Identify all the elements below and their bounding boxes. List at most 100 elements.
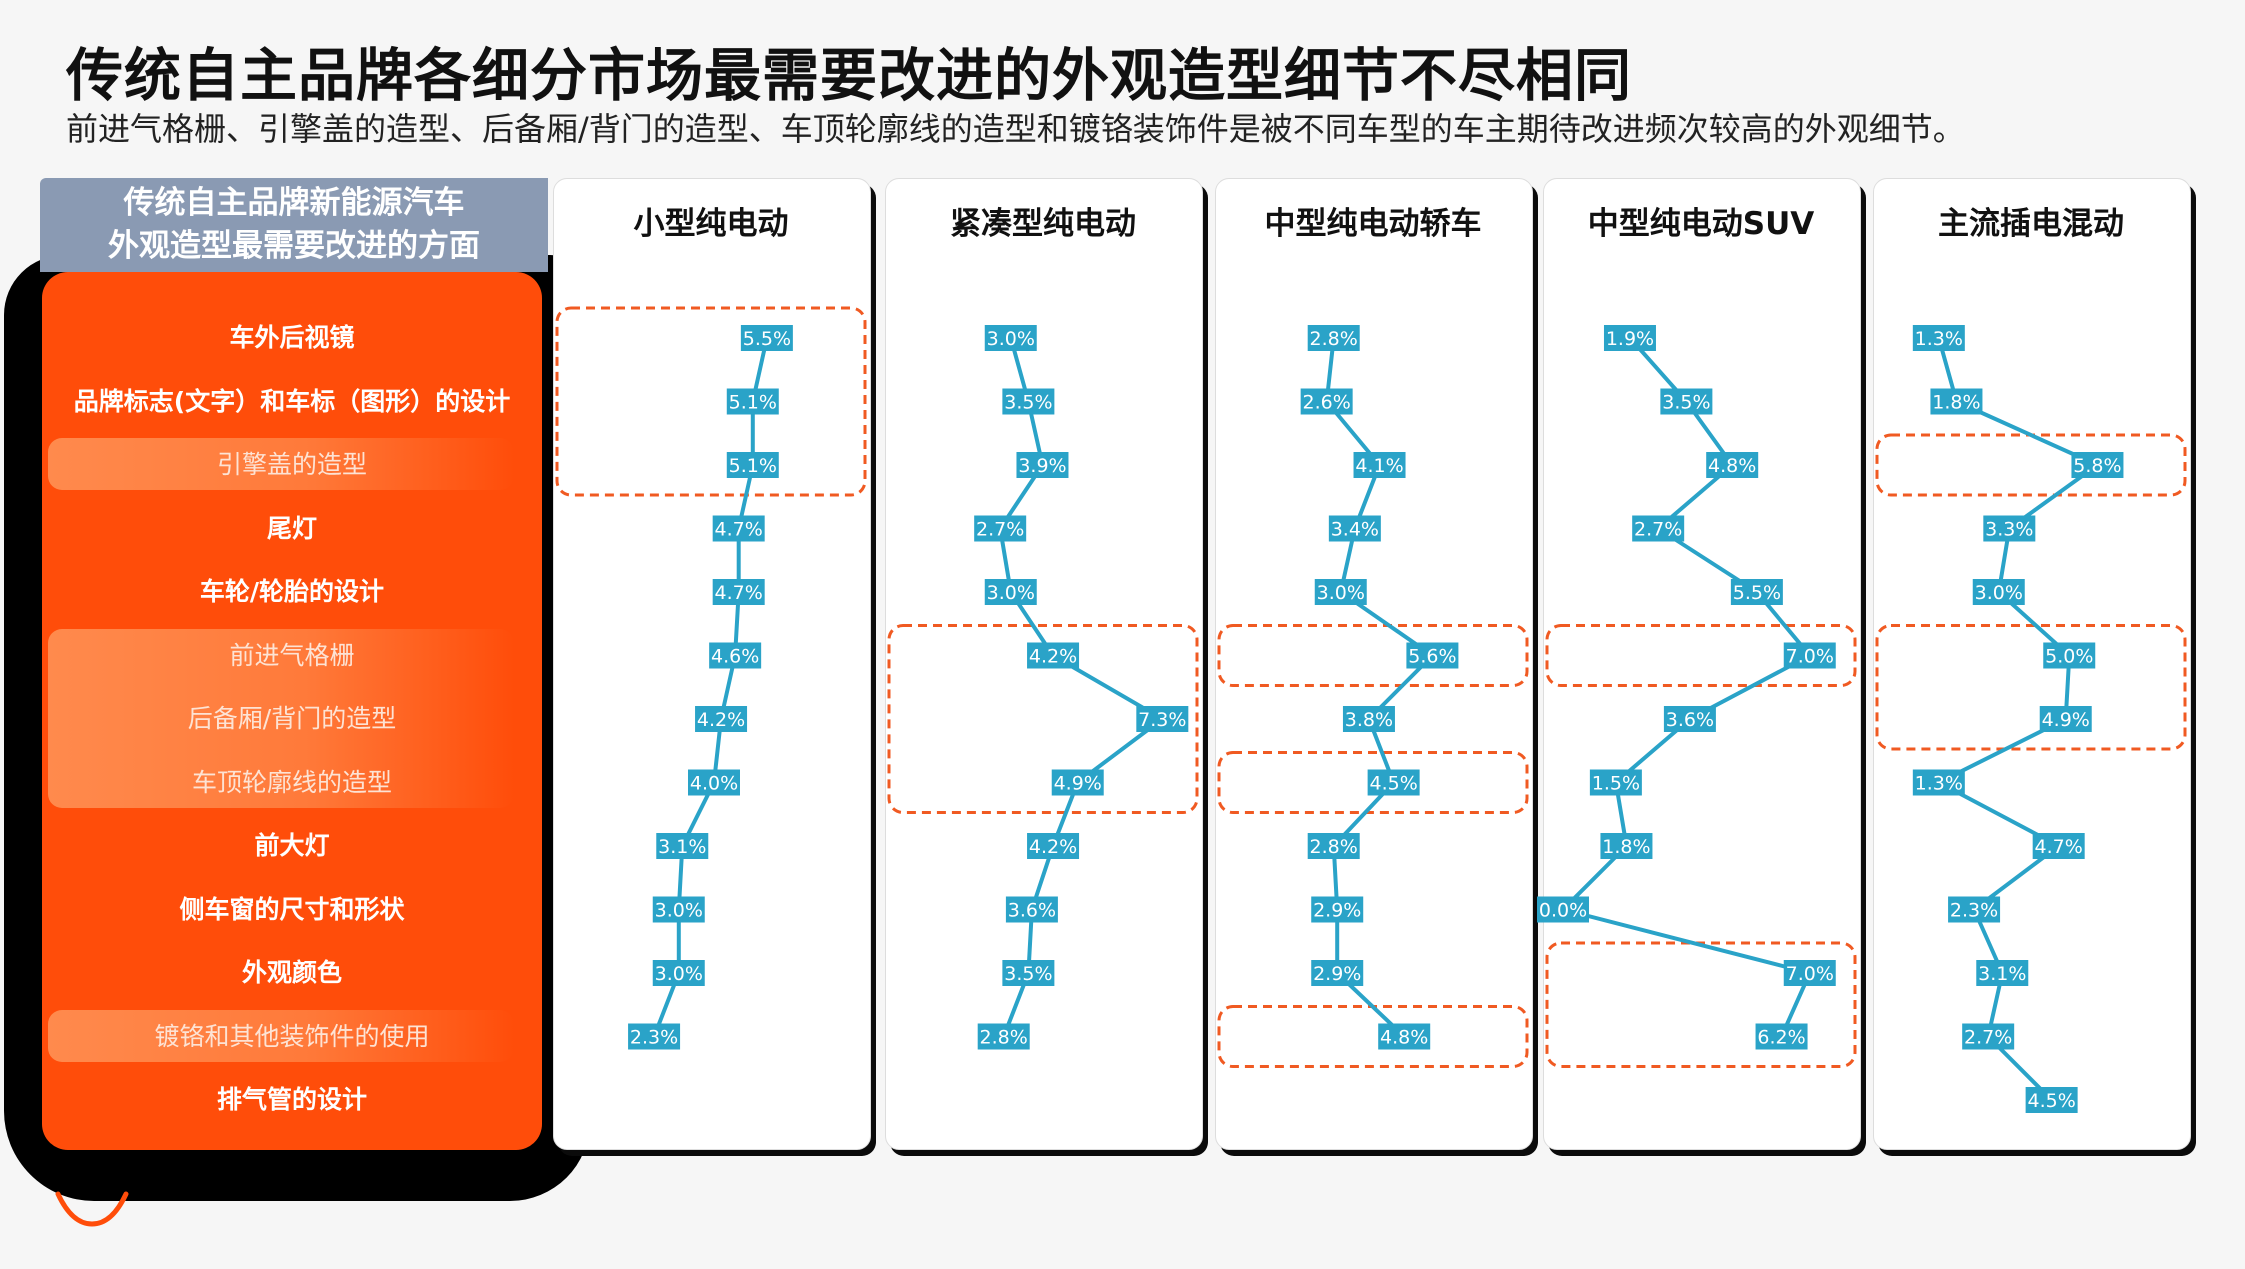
data-label: 1.8%	[1600, 833, 1653, 859]
data-label-text: 2.3%	[1950, 900, 1998, 922]
data-label-bg	[1972, 579, 2025, 605]
data-label: 5.6%	[1406, 642, 1459, 669]
data-label-text: 0.0%	[1539, 900, 1587, 922]
data-label: 2.3%	[628, 1023, 681, 1050]
data-label-text: 3.8%	[1345, 709, 1393, 731]
data-label-text: 2.7%	[1634, 519, 1682, 541]
data-label-text: 4.7%	[2035, 836, 2083, 858]
data-label-text: 4.9%	[2042, 709, 2090, 731]
data-label-text: 4.9%	[1054, 773, 1102, 795]
data-label-bg	[709, 642, 762, 669]
category-label: 尾灯	[266, 513, 317, 543]
data-label-text: 3.6%	[1666, 709, 1714, 731]
data-label: 2.9%	[1311, 960, 1364, 986]
data-label-bg	[652, 896, 705, 923]
data-label: 3.0%	[984, 325, 1037, 351]
data-label: 1.3%	[1912, 769, 1965, 796]
data-label-bg	[1976, 960, 2029, 986]
highlight-box	[1217, 1005, 1529, 1068]
data-label-bg	[1755, 1023, 1808, 1050]
category-label: 车轮/轮胎的设计	[199, 577, 385, 606]
data-label-text: 4.5%	[1369, 773, 1417, 795]
data-label: 4.2%	[695, 706, 748, 732]
data-label-bg	[1660, 388, 1713, 415]
data-label-bg	[1328, 515, 1381, 542]
data-label-text: 4.2%	[1029, 836, 1077, 858]
data-label-bg	[740, 325, 793, 351]
data-label-text: 3.1%	[1978, 963, 2026, 985]
data-label-bg	[2032, 833, 2085, 859]
data-label-text: 1.8%	[1602, 836, 1650, 858]
data-label-text: 3.0%	[1317, 582, 1365, 604]
data-label-bg	[1002, 960, 1055, 986]
data-label-text: 3.9%	[1018, 455, 1066, 477]
category-label: 引擎盖的造型	[216, 450, 367, 479]
data-label: 3.5%	[1002, 388, 1055, 415]
data-label: 3.0%	[984, 579, 1037, 605]
data-label-bg	[1378, 1023, 1431, 1050]
highlight-box	[1217, 624, 1529, 687]
data-label-text: 3.6%	[1008, 900, 1056, 922]
data-label-text: 1.9%	[1606, 328, 1654, 350]
data-label-bg	[1406, 642, 1459, 669]
data-label: 5.1%	[726, 388, 779, 415]
data-label-text: 4.0%	[690, 773, 738, 795]
data-label-bg	[984, 579, 1037, 605]
data-label-bg	[628, 1023, 681, 1050]
data-label-text: 3.5%	[1004, 392, 1052, 414]
data-label-bg	[1016, 452, 1069, 478]
highlight-box	[555, 306, 867, 497]
data-label: 2.9%	[1311, 896, 1364, 923]
data-label: 3.6%	[1005, 896, 1058, 923]
data-label-bg	[726, 388, 779, 415]
data-label-bg	[1367, 769, 1420, 796]
data-label-text: 4.7%	[715, 582, 763, 604]
data-label-bg	[2039, 706, 2092, 732]
highlight-box	[887, 624, 1199, 814]
data-label: 3.8%	[1342, 706, 1395, 732]
data-label: 2.6%	[1300, 388, 1353, 415]
data-label: 4.1%	[1353, 452, 1406, 478]
series-panel	[1215, 178, 1533, 1150]
category-label: 侧车窗的尺寸和形状	[179, 894, 405, 924]
data-label: 2.8%	[1307, 325, 1360, 351]
data-label-bg	[2025, 1087, 2078, 1113]
category-label: 前大灯	[254, 831, 330, 860]
data-label: 4.2%	[1027, 642, 1080, 669]
data-label-bg	[1314, 579, 1367, 605]
data-label-bg	[1027, 642, 1080, 669]
data-label: 3.0%	[652, 896, 705, 923]
data-label-text: 5.1%	[729, 455, 777, 477]
data-label: 7.0%	[1783, 642, 1836, 669]
data-label-bg	[712, 515, 765, 542]
data-label: 1.9%	[1603, 325, 1656, 351]
data-label-bg	[1783, 960, 1836, 986]
sidebar-header: 传统自主品牌新能源汽车 外观造型最需要改进的方面	[40, 178, 548, 272]
data-label: 3.1%	[1976, 960, 2029, 986]
data-label: 6.2%	[1755, 1023, 1808, 1050]
data-label: 2.8%	[977, 1023, 1030, 1050]
data-label-bg	[1002, 388, 1055, 415]
data-label: 5.0%	[2043, 642, 2096, 669]
data-label-bg	[1051, 769, 1104, 796]
data-label-text: 5.0%	[2045, 646, 2093, 668]
data-label: 7.3%	[1136, 706, 1189, 732]
data-label-bg	[726, 452, 779, 478]
data-label: 5.5%	[1730, 579, 1783, 605]
category-label: 排气管的设计	[216, 1085, 367, 1114]
data-label: 3.1%	[656, 833, 709, 859]
data-label-text: 2.8%	[1310, 328, 1358, 350]
data-label-bg	[1311, 960, 1364, 986]
data-label-bg	[1537, 896, 1589, 923]
category-label: 车外后视镜	[229, 323, 355, 352]
data-label-text: 7.0%	[1786, 646, 1834, 668]
data-label-text: 5.5%	[1733, 582, 1781, 604]
data-label-bg	[1136, 706, 1189, 732]
data-label-bg	[1912, 325, 1965, 351]
data-label-text: 1.8%	[1932, 392, 1980, 414]
series-title: 中型纯电动轿车	[1264, 206, 1482, 242]
data-label-text: 6.2%	[1757, 1027, 1805, 1049]
data-label: 3.5%	[1002, 960, 1055, 986]
data-label-bg	[2071, 452, 2124, 478]
